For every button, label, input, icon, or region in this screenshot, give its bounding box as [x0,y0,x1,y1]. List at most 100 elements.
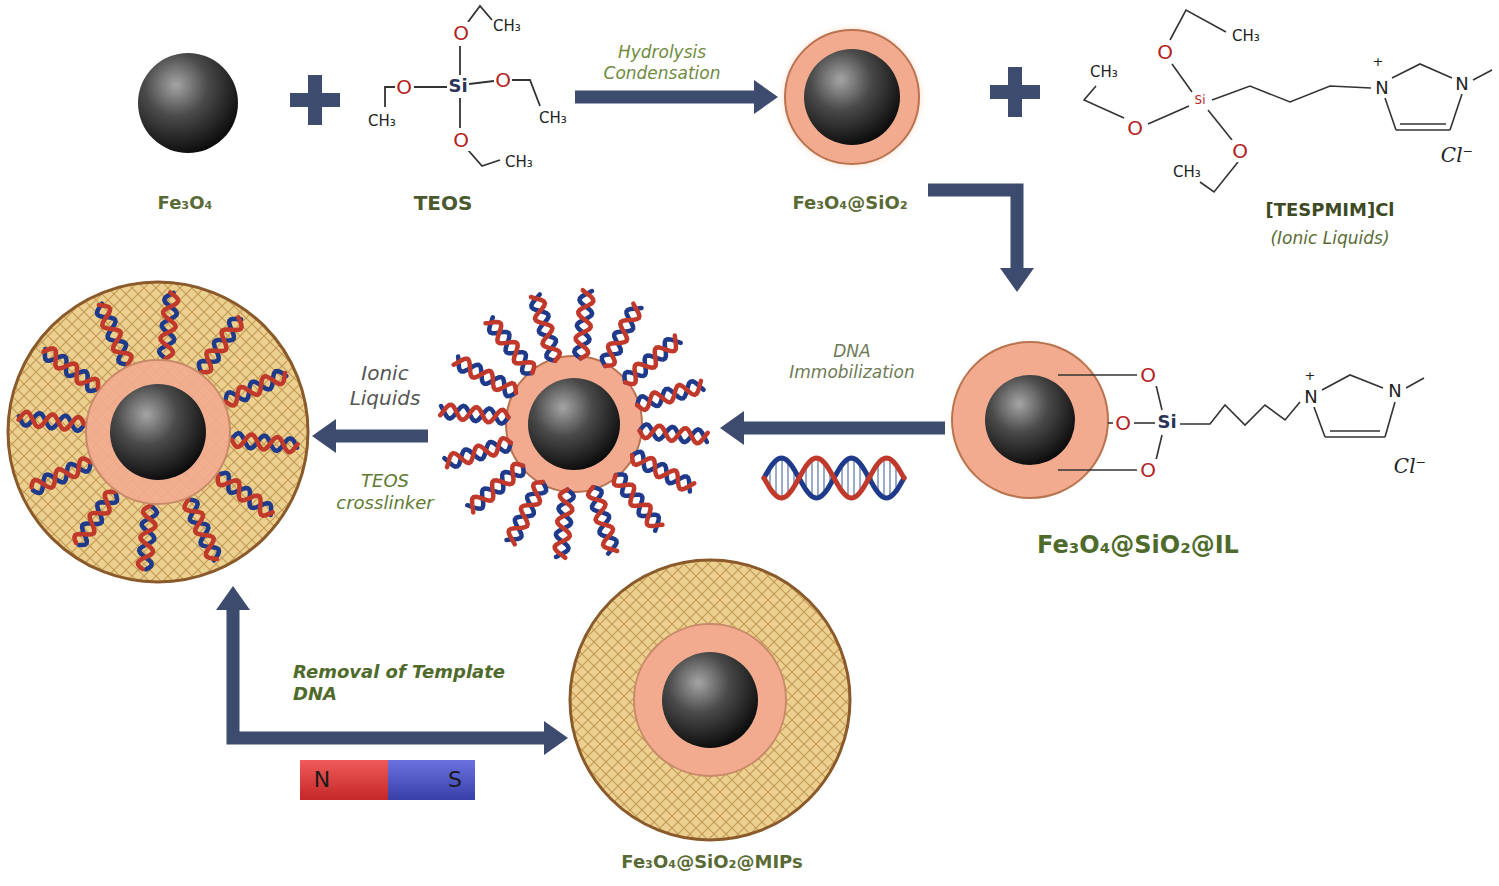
dna-strand [201,317,241,372]
drawing-part [385,87,395,107]
dna-strand [509,482,543,544]
dna-strand [467,466,523,509]
atom-label: CH₃ [505,154,533,171]
base-pair [823,462,825,493]
drawing-part [1212,86,1371,102]
dna-strand [588,487,617,551]
base-pair [817,458,819,498]
dna-strand [576,290,594,358]
dna-strand [199,319,241,372]
silica-shell [506,356,642,492]
drawing-part [1180,402,1300,425]
atom-label: O [1114,412,1132,434]
imprinted-polymer [8,282,308,582]
arrow-head [754,80,778,114]
dna-strand [614,475,663,526]
atom-label: Cl⁻ [1394,455,1426,477]
drawing-part [1200,162,1238,192]
drawing-part [1208,110,1232,140]
drawing-part [468,150,500,166]
dna-strand [33,462,91,493]
dna-strand [19,412,85,430]
dna-strand [454,359,516,393]
silica-shell [785,30,919,164]
drawing-part [1392,64,1452,78]
dna-strand [99,305,132,364]
dna-strand [507,482,547,540]
drawing-part [1156,435,1162,460]
dna-strand [555,490,573,558]
dna-strand [226,371,287,402]
dna-strand [640,426,708,444]
particle-node: Fe₃O₄@SiO₂@IL [945,292,1480,562]
particle-label: TEOS [414,191,473,215]
atom-label: Si [1157,412,1176,432]
imprinted-polymer [570,560,850,840]
arrow-head [720,411,744,445]
step-label: Hydrolysis Condensation [597,42,727,85]
atom-label: + [1373,55,1384,69]
dna-strand [602,308,642,366]
particle-node [6,280,312,586]
atom-label: O [1139,459,1157,481]
atom-label: O [395,76,413,98]
drawing-part [1156,385,1162,410]
drawing-part [1385,402,1395,437]
step-label: Removal of Template DNA [293,661,513,706]
silica-glow [776,21,928,173]
atom-label: CH₃ [1232,28,1260,45]
particle-node: Fe₃O₄ [130,45,250,223]
dna-strand [226,373,285,406]
dna-strand [447,438,511,467]
step-label: DNA Immobilization [782,341,922,384]
il-bonds [1058,375,1424,470]
magnet-pole: N [314,768,330,792]
drawing-part [1148,106,1189,124]
atom-label: N [1455,74,1468,94]
atom-label: O [452,129,470,151]
atom-label: + [1305,369,1316,383]
arrow-head [1000,268,1034,292]
drawing-part [469,81,494,84]
il-bonds [1084,10,1492,192]
dna-strands [19,293,298,570]
dna-strand [616,475,659,531]
drawing-part [1450,94,1462,130]
base-pair [853,459,855,498]
atom-label: N [1388,381,1401,401]
particle-label: Fe₃O₄@SiO₂ [792,192,907,214]
arrow-head [312,419,336,453]
teos-bonds [385,6,540,166]
drawing-part [1330,430,1380,432]
drawing-part [1314,407,1325,437]
process-arrow [216,586,568,755]
dna-strand [489,317,532,373]
atom-label: O [452,22,470,44]
atom-label: O [1126,117,1144,139]
dna-strand [632,455,694,489]
drawing-part [1385,98,1396,130]
process-arrow [575,80,778,114]
base-pair [847,459,849,497]
particle-label: Fe₃O₄@SiO₂@MIPs [621,851,802,873]
arrow-shaft [742,422,945,435]
drawing-part [1108,422,1113,424]
drawing-part [1058,469,1137,471]
arrow-shaft [334,430,428,443]
dna-strand [637,381,701,410]
dna-strand [45,349,98,391]
dna-strand [632,452,690,492]
atom-label: N [1375,78,1388,98]
dna-strand [32,459,91,488]
drawing-part [468,6,492,22]
dna-strand [138,506,156,569]
drawing-part [1322,375,1383,390]
magnetite-core [804,49,900,145]
drawing-part [308,75,322,125]
dna-strand [458,357,516,397]
dna-strand [218,473,271,515]
dna-strand [625,339,681,382]
magnetite-core [528,378,620,470]
atom-label: Si [448,76,467,96]
dna-strand [764,458,904,498]
